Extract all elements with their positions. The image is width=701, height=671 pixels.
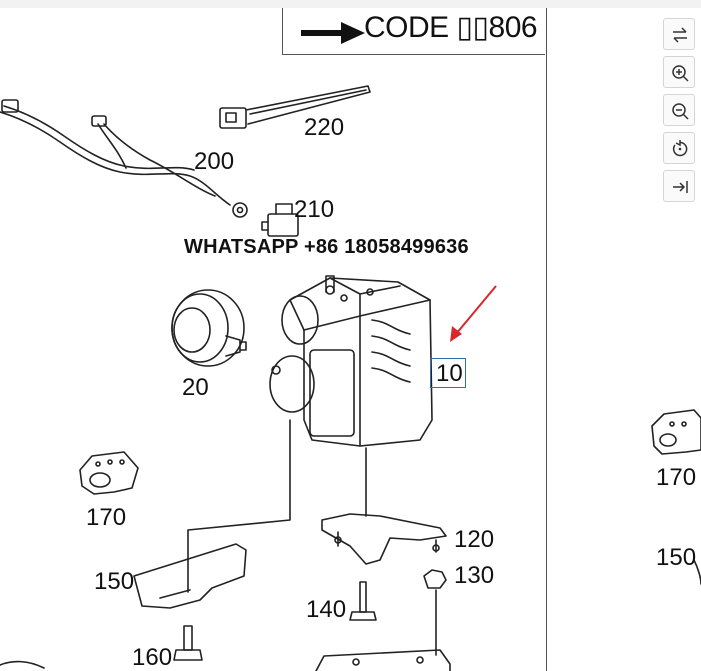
part-label-150[interactable]: 150 <box>94 568 135 595</box>
zoom-in-icon <box>672 65 689 82</box>
rotate-icon <box>672 140 688 157</box>
swap-button[interactable] <box>663 18 695 50</box>
part-label-160[interactable]: 160 <box>132 644 173 671</box>
zoom-out-icon <box>672 103 689 120</box>
zoom-in-button[interactable] <box>663 56 695 88</box>
fit-to-edge-button[interactable] <box>663 170 695 202</box>
panel-divider <box>546 8 547 671</box>
part-label-10[interactable]: 10 <box>436 360 463 387</box>
rotate-button[interactable] <box>663 132 695 164</box>
part-label-170[interactable]: 170 <box>86 504 127 531</box>
swap-arrows-icon <box>673 27 687 43</box>
code-header-box <box>282 8 545 55</box>
part-label-200[interactable]: 200 <box>194 148 235 175</box>
top-band <box>0 0 701 8</box>
part-label-130[interactable]: 130 <box>454 562 495 589</box>
right-arrow-icon <box>301 22 365 44</box>
pointer-arrow <box>450 285 497 342</box>
code-label: CODE ▯▯806 <box>364 11 538 44</box>
selected-part-highlight <box>430 358 466 388</box>
fit-to-edge-icon <box>673 181 688 193</box>
wiring-harness <box>0 111 231 206</box>
zoom-out-button[interactable] <box>663 94 695 126</box>
part-label-220[interactable]: 220 <box>304 114 345 141</box>
watermark-text: WHATSAPP +86 18058499636 <box>184 236 469 258</box>
part-label-210[interactable]: 210 <box>294 196 335 223</box>
part-label-20[interactable]: 20 <box>182 374 209 401</box>
part-label-120[interactable]: 120 <box>454 526 495 553</box>
right-part-label-170[interactable]: 170 <box>656 464 697 491</box>
right-part-label-150[interactable]: 150 <box>656 544 697 571</box>
part-label-140[interactable]: 140 <box>306 596 347 623</box>
